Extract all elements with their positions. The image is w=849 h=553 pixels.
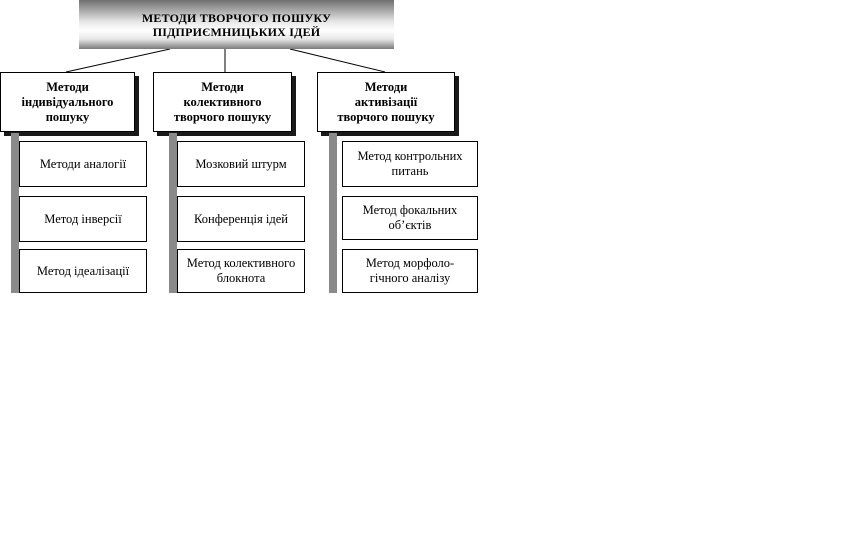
method-box: Метод морфоло- гічного аналізу xyxy=(342,249,478,293)
method-box: Метод ідеалізації xyxy=(19,249,147,293)
method-label-line: питань xyxy=(391,164,429,178)
diagram-title: МЕТОДИ ТВОРЧОГО ПОШУКУ ПІДПРИЄМНИЦЬКИХ І… xyxy=(79,0,394,49)
category-label-line: Методи xyxy=(201,79,244,94)
category-activation-search: Методи активізації творчого пошуку xyxy=(317,72,455,132)
category-rail xyxy=(329,133,337,293)
method-box: Мозковий штурм xyxy=(177,141,305,187)
method-label-line: Метод колективного xyxy=(186,256,296,270)
category-label-line: індивідуального xyxy=(21,94,114,109)
category-label-line: творчого пошуку xyxy=(337,109,435,124)
category-individual-search: Методи індивідуального пошуку xyxy=(0,72,135,132)
category-collective-search: Методи колективного творчого пошуку xyxy=(153,72,292,132)
method-label-line: Методи аналогії xyxy=(39,156,127,171)
method-box: Конференція ідей xyxy=(177,196,305,242)
category-rail xyxy=(11,133,19,293)
category-label-line: творчого пошуку xyxy=(173,109,272,124)
category-label-line: Методи xyxy=(46,79,89,94)
connector-line-3 xyxy=(289,48,386,73)
diagram-title-line-1: МЕТОДИ ТВОРЧОГО ПОШУКУ xyxy=(141,10,332,25)
method-label-line: гічного аналізу xyxy=(369,271,451,285)
method-label-line: Конференція ідей xyxy=(194,211,288,226)
category-label-line: активізації xyxy=(354,94,418,109)
method-box: Метод фокальних об’єктів xyxy=(342,196,478,240)
method-label-line: Метод ідеалізації xyxy=(36,263,130,278)
category-label-line: колективного xyxy=(183,94,262,109)
method-label-line: об’єктів xyxy=(388,218,432,232)
category-label-line: Методи xyxy=(364,79,408,94)
method-box: Метод колективного блокнота xyxy=(177,249,305,293)
method-label-line: Метод морфоло- xyxy=(365,256,455,270)
diagram-title-line-2: ПІДПРИЄМНИЦЬКИХ ІДЕЙ xyxy=(152,24,321,39)
method-label-line: Метод інверсії xyxy=(44,211,122,226)
method-label-line: Метод контрольних xyxy=(357,149,463,163)
method-label-line: Мозковий штурм xyxy=(195,156,287,171)
category-rail xyxy=(169,133,177,293)
method-box: Метод контрольних питань xyxy=(342,141,478,187)
method-label-line: Метод фокальних xyxy=(362,203,458,217)
connector-line-1 xyxy=(65,48,171,73)
method-label-line: блокнота xyxy=(216,271,266,285)
category-label-line: пошуку xyxy=(45,109,90,124)
method-box: Методи аналогії xyxy=(19,141,147,187)
method-box: Метод інверсії xyxy=(19,196,147,242)
